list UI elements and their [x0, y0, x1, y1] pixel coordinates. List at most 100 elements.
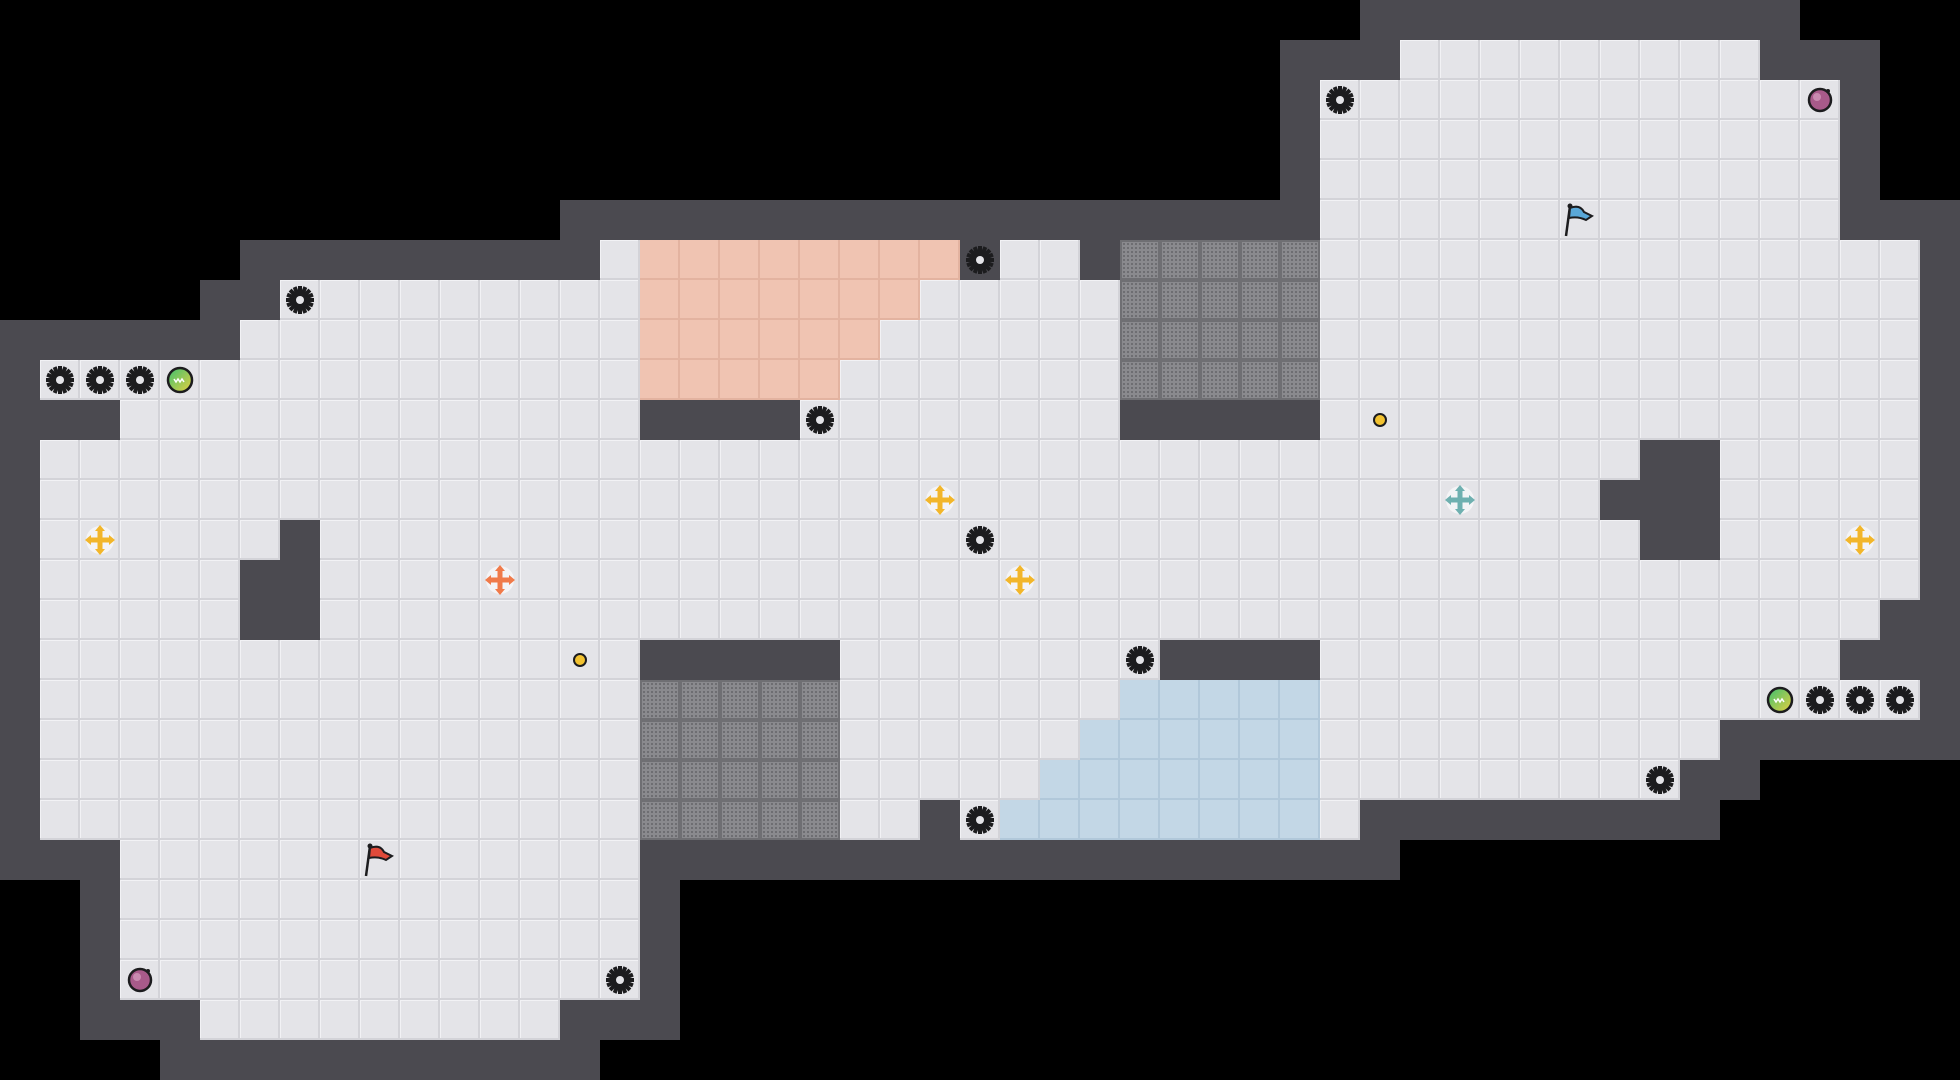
floor-tile	[200, 560, 240, 600]
floor-tile	[440, 280, 480, 320]
wall-tile	[1680, 520, 1720, 560]
floor-tile	[480, 320, 520, 360]
floor-tile	[320, 680, 360, 720]
floor-tile	[1520, 360, 1560, 400]
floor-tile	[400, 320, 440, 360]
floor-tile	[880, 800, 920, 840]
floor-tile	[1480, 720, 1520, 760]
red-flag-icon	[360, 840, 400, 880]
floor-tile	[1400, 240, 1440, 280]
floor-tile	[1240, 600, 1280, 640]
floor-tile	[40, 480, 80, 520]
wall-tile	[1280, 160, 1320, 200]
floor-tile	[80, 600, 120, 640]
green-ball-icon	[160, 360, 200, 400]
floor-tile	[800, 480, 840, 520]
floor-tile	[1680, 680, 1720, 720]
metal-zone-tile	[640, 720, 680, 760]
wall-tile	[280, 600, 320, 640]
floor-tile	[480, 840, 520, 880]
wall-tile	[80, 320, 120, 360]
peach-zone-tile	[640, 320, 680, 360]
wall-tile	[1880, 600, 1920, 640]
floor-tile	[280, 480, 320, 520]
floor-tile	[1320, 120, 1360, 160]
floor-tile	[1600, 240, 1640, 280]
blue-zone-tile	[1200, 800, 1240, 840]
floor-tile	[600, 840, 640, 880]
wall-tile	[640, 200, 680, 240]
floor-tile	[1560, 680, 1600, 720]
metal-zone-tile	[640, 680, 680, 720]
floor-tile	[320, 960, 360, 1000]
wall-tile	[1640, 480, 1680, 520]
peach-zone-tile	[760, 320, 800, 360]
floor-tile	[760, 440, 800, 480]
floor-tile	[1520, 440, 1560, 480]
floor-tile	[520, 800, 560, 840]
wall-tile	[640, 400, 680, 440]
wall-tile	[1280, 840, 1320, 880]
floor-tile	[560, 840, 600, 880]
floor-tile	[280, 680, 320, 720]
floor-tile	[1800, 400, 1840, 440]
floor-tile	[1360, 600, 1400, 640]
floor-tile	[400, 720, 440, 760]
floor-tile	[1640, 400, 1680, 440]
floor-tile	[840, 600, 880, 640]
floor-tile	[600, 440, 640, 480]
floor-tile	[1640, 560, 1680, 600]
floor-tile	[1480, 160, 1520, 200]
wall-tile	[520, 1040, 560, 1080]
floor-tile	[1800, 240, 1840, 280]
blue-zone-tile	[1200, 680, 1240, 720]
wall-tile	[0, 520, 40, 560]
floor-tile	[280, 400, 320, 440]
floor-tile	[880, 360, 920, 400]
wall-tile	[80, 1000, 120, 1040]
floor-tile	[880, 760, 920, 800]
wall-tile	[1720, 760, 1760, 800]
yellow-dot-icon	[560, 640, 600, 680]
floor-tile	[1200, 600, 1240, 640]
floor-tile	[1520, 480, 1560, 520]
floor-tile	[240, 520, 280, 560]
wall-tile	[600, 1000, 640, 1040]
floor-tile	[520, 760, 560, 800]
gear-hazard-icon	[1840, 680, 1880, 720]
peach-zone-tile	[840, 240, 880, 280]
floor-tile	[200, 840, 240, 880]
floor-tile	[240, 760, 280, 800]
floor-tile	[400, 600, 440, 640]
floor-tile	[280, 800, 320, 840]
floor-tile	[1560, 80, 1600, 120]
floor-tile	[1720, 560, 1760, 600]
floor-tile	[240, 720, 280, 760]
floor-tile	[1680, 400, 1720, 440]
floor-tile	[40, 640, 80, 680]
wall-tile	[240, 280, 280, 320]
floor-tile	[360, 320, 400, 360]
floor-tile	[1280, 440, 1320, 480]
floor-tile	[1240, 560, 1280, 600]
floor-tile	[400, 960, 440, 1000]
wall-tile	[280, 560, 320, 600]
floor-tile	[1280, 520, 1320, 560]
floor-tile	[1640, 680, 1680, 720]
wall-tile	[1840, 40, 1880, 80]
floor-tile	[560, 600, 600, 640]
floor-tile	[840, 360, 880, 400]
metal-zone-tile	[1240, 320, 1280, 360]
floor-tile	[1520, 120, 1560, 160]
floor-tile	[1360, 760, 1400, 800]
floor-tile	[1440, 360, 1480, 400]
floor-tile	[800, 440, 840, 480]
floor-tile	[920, 440, 960, 480]
floor-tile	[400, 840, 440, 880]
floor-tile	[1600, 360, 1640, 400]
floor-tile	[1480, 40, 1520, 80]
wall-tile	[240, 600, 280, 640]
floor-tile	[1360, 440, 1400, 480]
peach-zone-tile	[720, 360, 760, 400]
floor-tile	[1560, 520, 1600, 560]
